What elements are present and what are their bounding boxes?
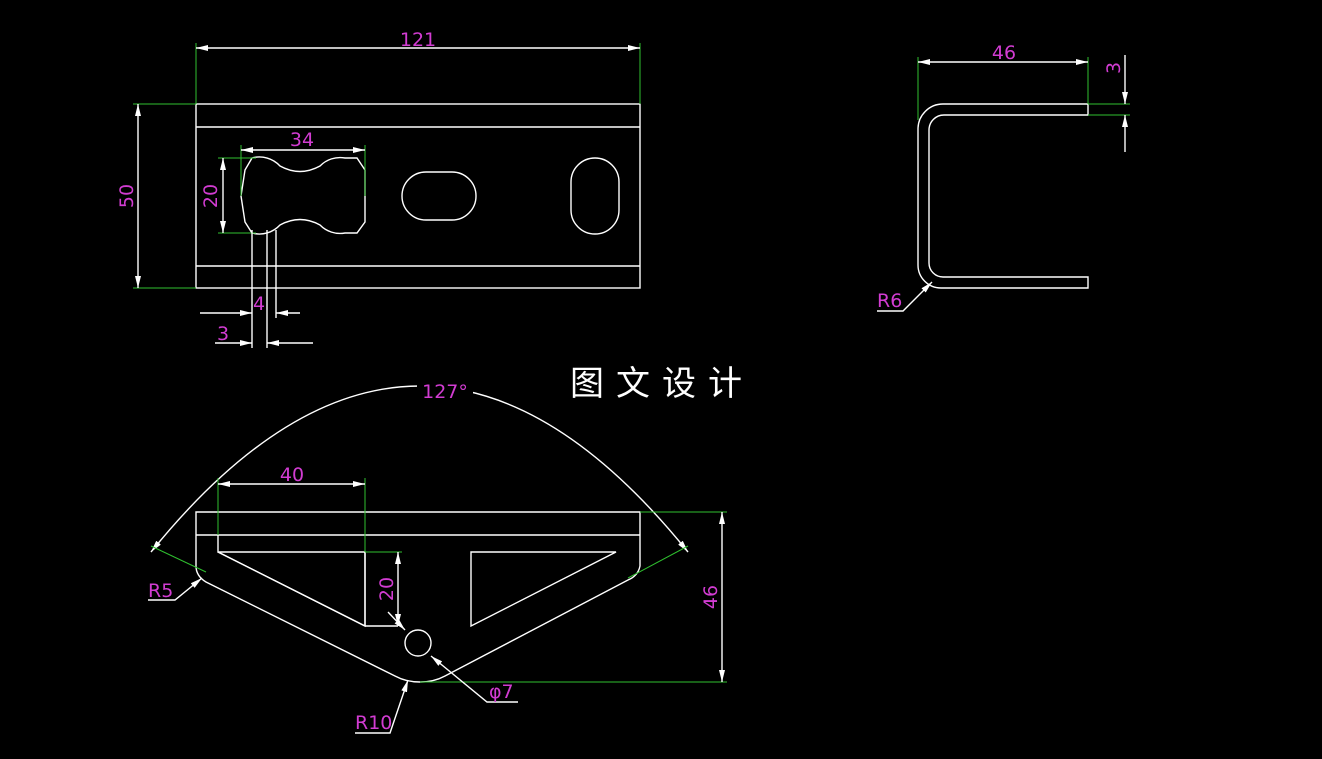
dim-phi7-label: φ7	[489, 681, 514, 703]
channel-outline	[917, 103, 1089, 289]
triangle-cutout	[470, 551, 617, 628]
left-web	[217, 535, 366, 628]
bottom-view: 127° 40 20 46 R5 R10 φ7	[148, 378, 727, 734]
angle-arc	[150, 385, 689, 553]
leader-line	[877, 281, 933, 312]
dim-r10-label: R10	[355, 712, 392, 734]
leader-line	[355, 679, 409, 734]
dim-50-label: 50	[116, 184, 138, 208]
leader-line	[387, 611, 406, 631]
dim-3-label: 3	[217, 323, 229, 345]
left-web-line	[217, 551, 398, 627]
dim-127-label: 127°	[422, 381, 468, 403]
dim-40-label: 40	[280, 464, 304, 486]
drawing-title: 图文设计	[570, 364, 754, 404]
oblong-slot-horizontal	[401, 171, 477, 221]
dim-4-label: 4	[253, 293, 265, 315]
leader-line	[430, 655, 518, 703]
dim-r5-label: R5	[148, 580, 173, 602]
angle-label-bg	[417, 378, 473, 402]
dim-34-label: 34	[290, 129, 314, 151]
scalloped-slot	[240, 156, 366, 235]
ext-line	[150, 545, 207, 573]
top-view: 121 50 34 20 4 3	[116, 29, 641, 348]
dim-46-label: 46	[992, 42, 1016, 64]
dim-121-label: 121	[400, 29, 436, 51]
oblong-slot-vertical	[570, 157, 620, 235]
ext-line	[627, 545, 689, 579]
plate-outline	[195, 103, 641, 289]
dim-r6-label: R6	[877, 290, 902, 312]
leader-line	[148, 577, 203, 601]
dim-46-bottom-label: 46	[700, 585, 722, 609]
dim-20-slot-label: 20	[200, 184, 222, 208]
side-view: 46 3 R6	[877, 42, 1130, 312]
dim-20-bottom-label: 20	[376, 577, 398, 601]
hole-7	[404, 629, 432, 657]
dim-3-thickness-label: 3	[1103, 62, 1125, 74]
